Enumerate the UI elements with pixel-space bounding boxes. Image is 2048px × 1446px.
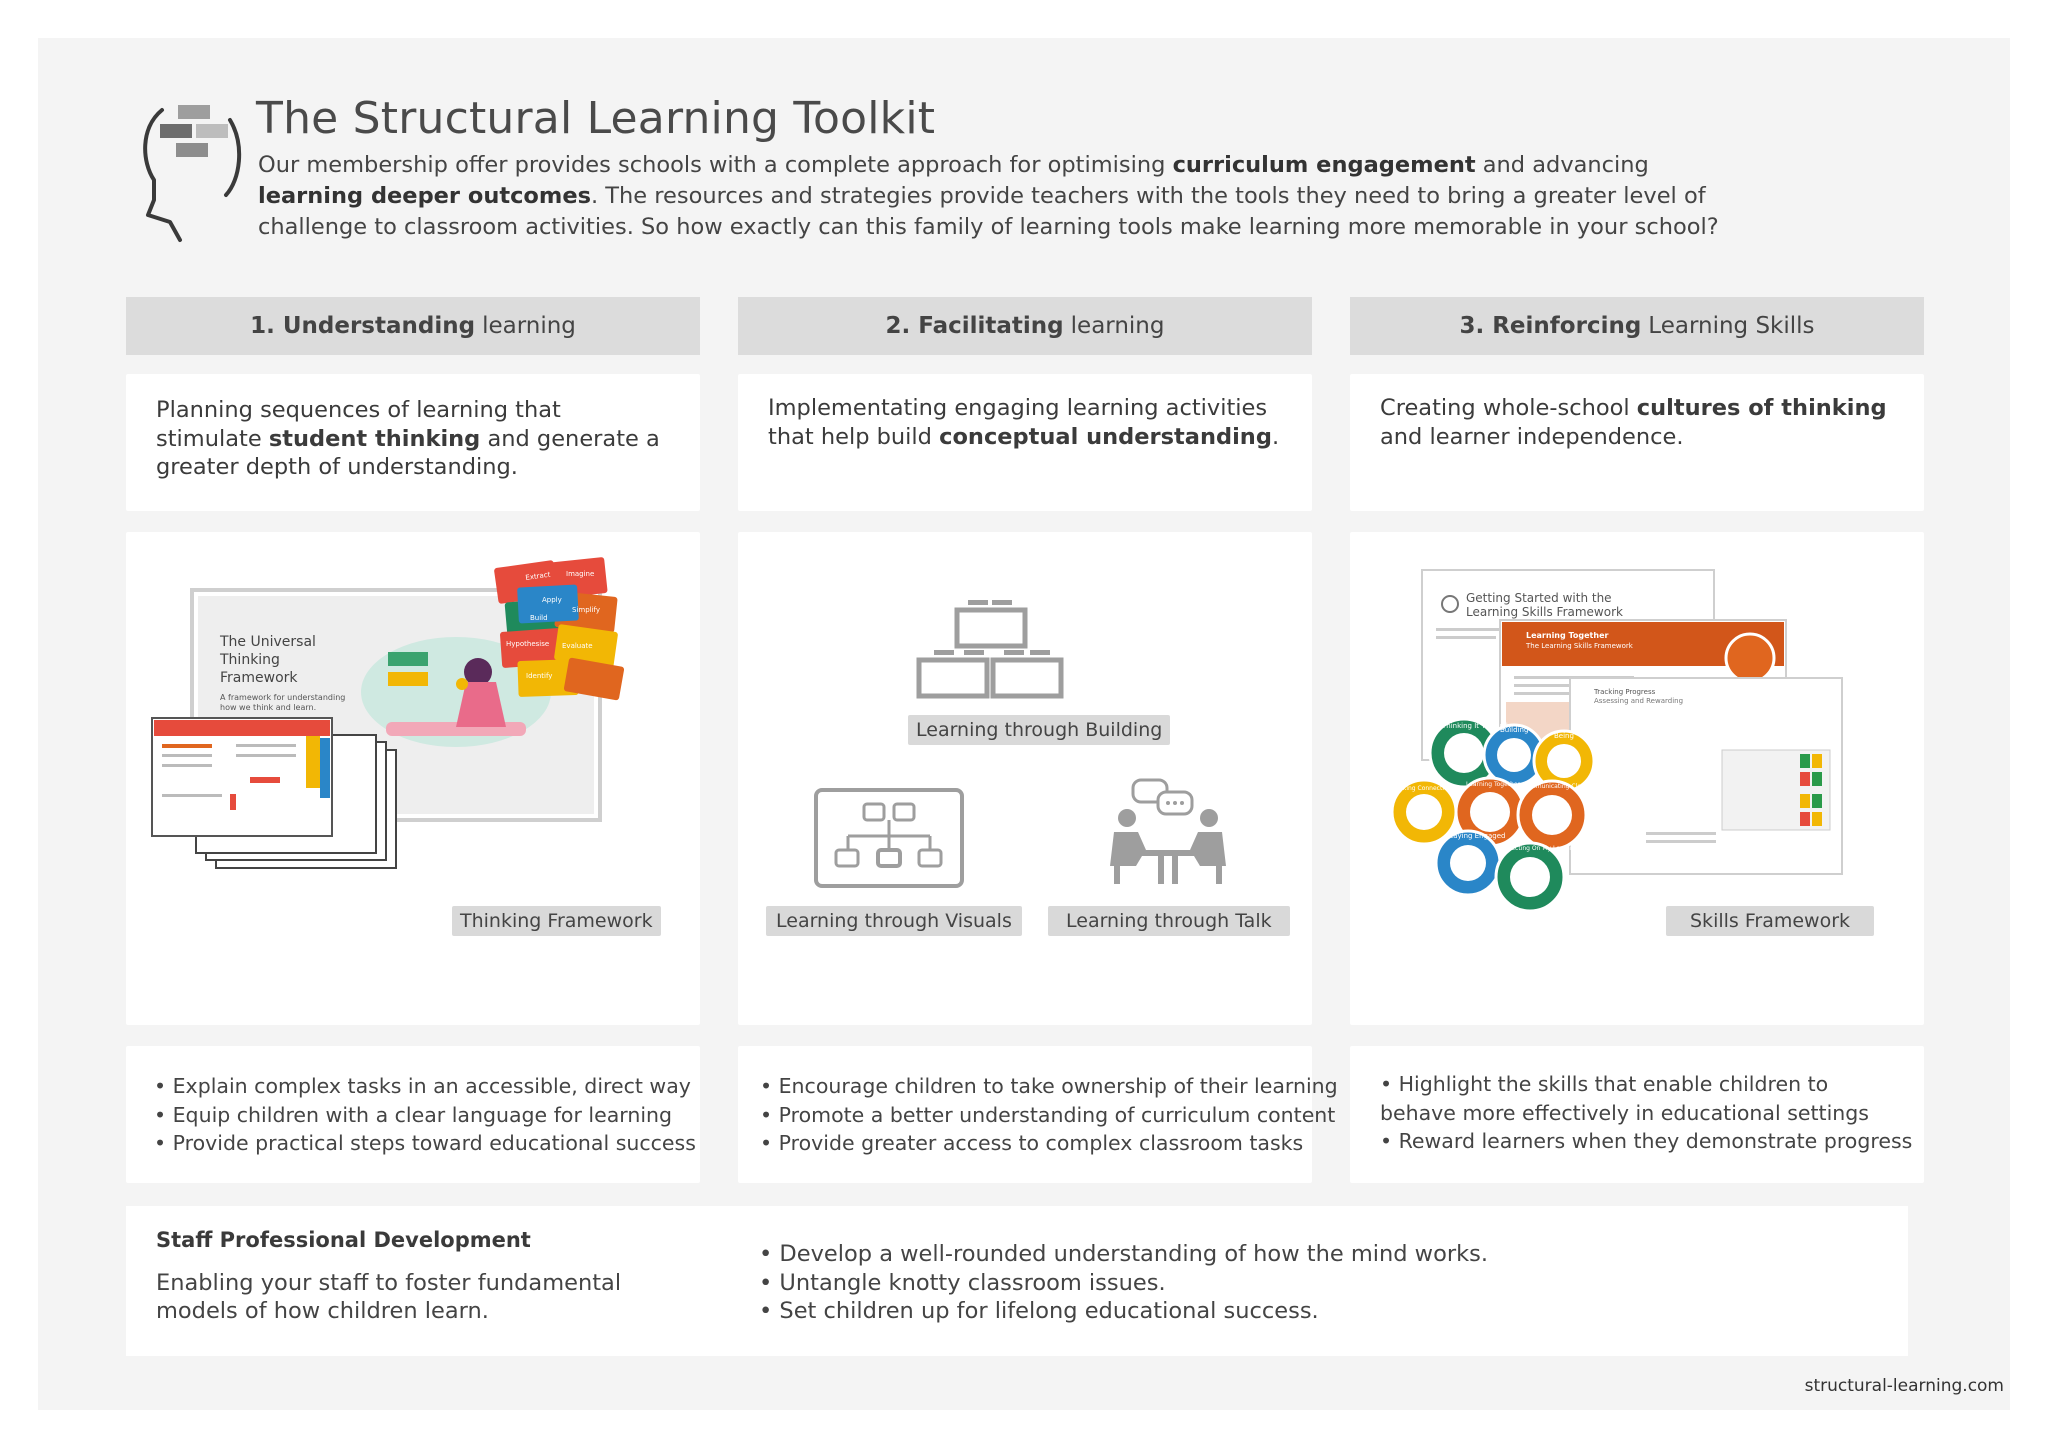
column-1-intro-card: Planning sequences of learning that stim… — [126, 374, 700, 511]
badge-making-connections: Making Connections — [1394, 785, 1455, 792]
list-item: • Provide practical steps toward educati… — [154, 1131, 696, 1155]
doc2-title: Learning Together — [1526, 631, 1609, 640]
thinking-framework-card: The Universal Thinking Framework A frame… — [126, 532, 700, 1025]
framework-title-line: Framework — [220, 670, 298, 686]
doc1-title: Learning Skills Framework — [1466, 605, 1623, 619]
badge-building: Building — [1500, 726, 1528, 734]
card-hypothesise: Hypothesise — [506, 640, 549, 648]
list-item: • Explain complex tasks in an accessible… — [154, 1074, 691, 1098]
column-2-benefits: • Encourage children to take ownership o… — [738, 1046, 1338, 1183]
staff-description: Enabling your staff to foster fundamenta… — [156, 1270, 622, 1324]
list-item: • Set children up for lifelong education… — [759, 1298, 1319, 1324]
badge-communicating: Communicating Clearly — [1522, 783, 1593, 790]
visual-diagram-icon — [814, 788, 964, 888]
list-item: • Equip children with a clear language f… — [154, 1102, 673, 1127]
badge-staying-engaged: Staying Engaged — [1446, 832, 1505, 840]
skills-framework-card: Getting Started with the Learning Skills… — [1350, 532, 1924, 1025]
card-identify: Identify — [526, 672, 552, 680]
card-imagine: Imagine — [566, 570, 594, 578]
card-evaluate: Evaluate — [562, 642, 593, 650]
list-item: • Highlight the skills that enable child… — [1380, 1072, 1869, 1125]
framework-title-line: Thinking — [219, 652, 280, 668]
thinking-cards: Extract Imagine Apply Build Simplify Hyp… — [494, 557, 625, 701]
column-2-intro-card: Implementating engaging learning activit… — [738, 374, 1312, 511]
framework-title-line: The Universal — [219, 634, 316, 650]
intro-paragraph: Our membership offer provides schools wi… — [258, 152, 1719, 240]
badge-being: Being — [1554, 732, 1574, 740]
skills-framework-illustration: Getting Started with the Learning Skills… — [1390, 569, 1843, 913]
framework-subtitle: A framework for understanding — [220, 693, 345, 702]
badge-learning-together: Learning Together — [1466, 781, 1521, 788]
facilitating-card: Learning through Building Learning throu… — [738, 532, 1312, 1025]
card-simplify: Simplify — [572, 606, 600, 614]
building-bricks-icon — [916, 600, 1064, 699]
doc2-title: The Learning Skills Framework — [1525, 642, 1634, 650]
talk-people-icon — [1110, 778, 1226, 884]
column-3-intro-card: Creating whole-school cultures of thinki… — [1350, 374, 1924, 511]
list-item: • Provide greater access to complex clas… — [760, 1131, 1304, 1155]
doc3-title: Assessing and Rewarding — [1594, 697, 1683, 705]
badge-thinking: Thinking It Through — [1441, 722, 1510, 730]
page-title: The Structural Learning Toolkit — [256, 93, 936, 144]
staff-title: Staff Professional Development — [156, 1228, 531, 1252]
card-build: Build — [530, 614, 548, 622]
card-apply: Apply — [542, 596, 562, 604]
tag-learning-visuals: Learning through Visuals — [766, 906, 1022, 936]
tag-skills-framework: Skills Framework — [1666, 906, 1875, 936]
slide-stack — [151, 717, 397, 869]
staff-benefits: • Develop a well-rounded understanding o… — [759, 1240, 1488, 1326]
staff-development-card: Staff Professional Development Enabling … — [126, 1206, 1908, 1356]
thinking-framework-illustration: The Universal Thinking Framework A frame… — [151, 557, 625, 869]
badge-reflecting: Reflecting On My Learning — [1500, 845, 1579, 852]
tag-learning-talk: Learning through Talk — [1048, 906, 1290, 936]
column-3-benefits: • Highlight the skills that enable child… — [1350, 1046, 1924, 1183]
column-1-benefits: • Explain complex tasks in an accessible… — [126, 1046, 700, 1183]
list-item: • Develop a well-rounded understanding o… — [759, 1241, 1489, 1267]
tag-thinking-framework: Thinking Framework — [452, 906, 661, 936]
facilitating-illustrations — [814, 600, 1226, 888]
footer-url[interactable]: structural-learning.com — [1804, 1376, 2004, 1396]
list-item: • Reward learners when they demonstrate … — [1380, 1129, 1913, 1153]
framework-subtitle: how we think and learn. — [220, 703, 316, 712]
list-item: • Untangle knotty classroom issues. — [759, 1269, 1166, 1296]
doc1-title: Getting Started with the — [1466, 591, 1612, 605]
doc3-title: Tracking Progress — [1593, 688, 1656, 696]
skills-badges: Thinking It Through Building Being Makin… — [1390, 717, 1596, 913]
tag-learning-building: Learning through Building — [908, 715, 1171, 745]
list-item: • Promote a better understanding of curr… — [760, 1102, 1336, 1127]
list-item: • Encourage children to take ownership o… — [760, 1074, 1338, 1098]
head-bricks-icon — [143, 105, 242, 242]
card-extract: Extract — [525, 571, 551, 582]
